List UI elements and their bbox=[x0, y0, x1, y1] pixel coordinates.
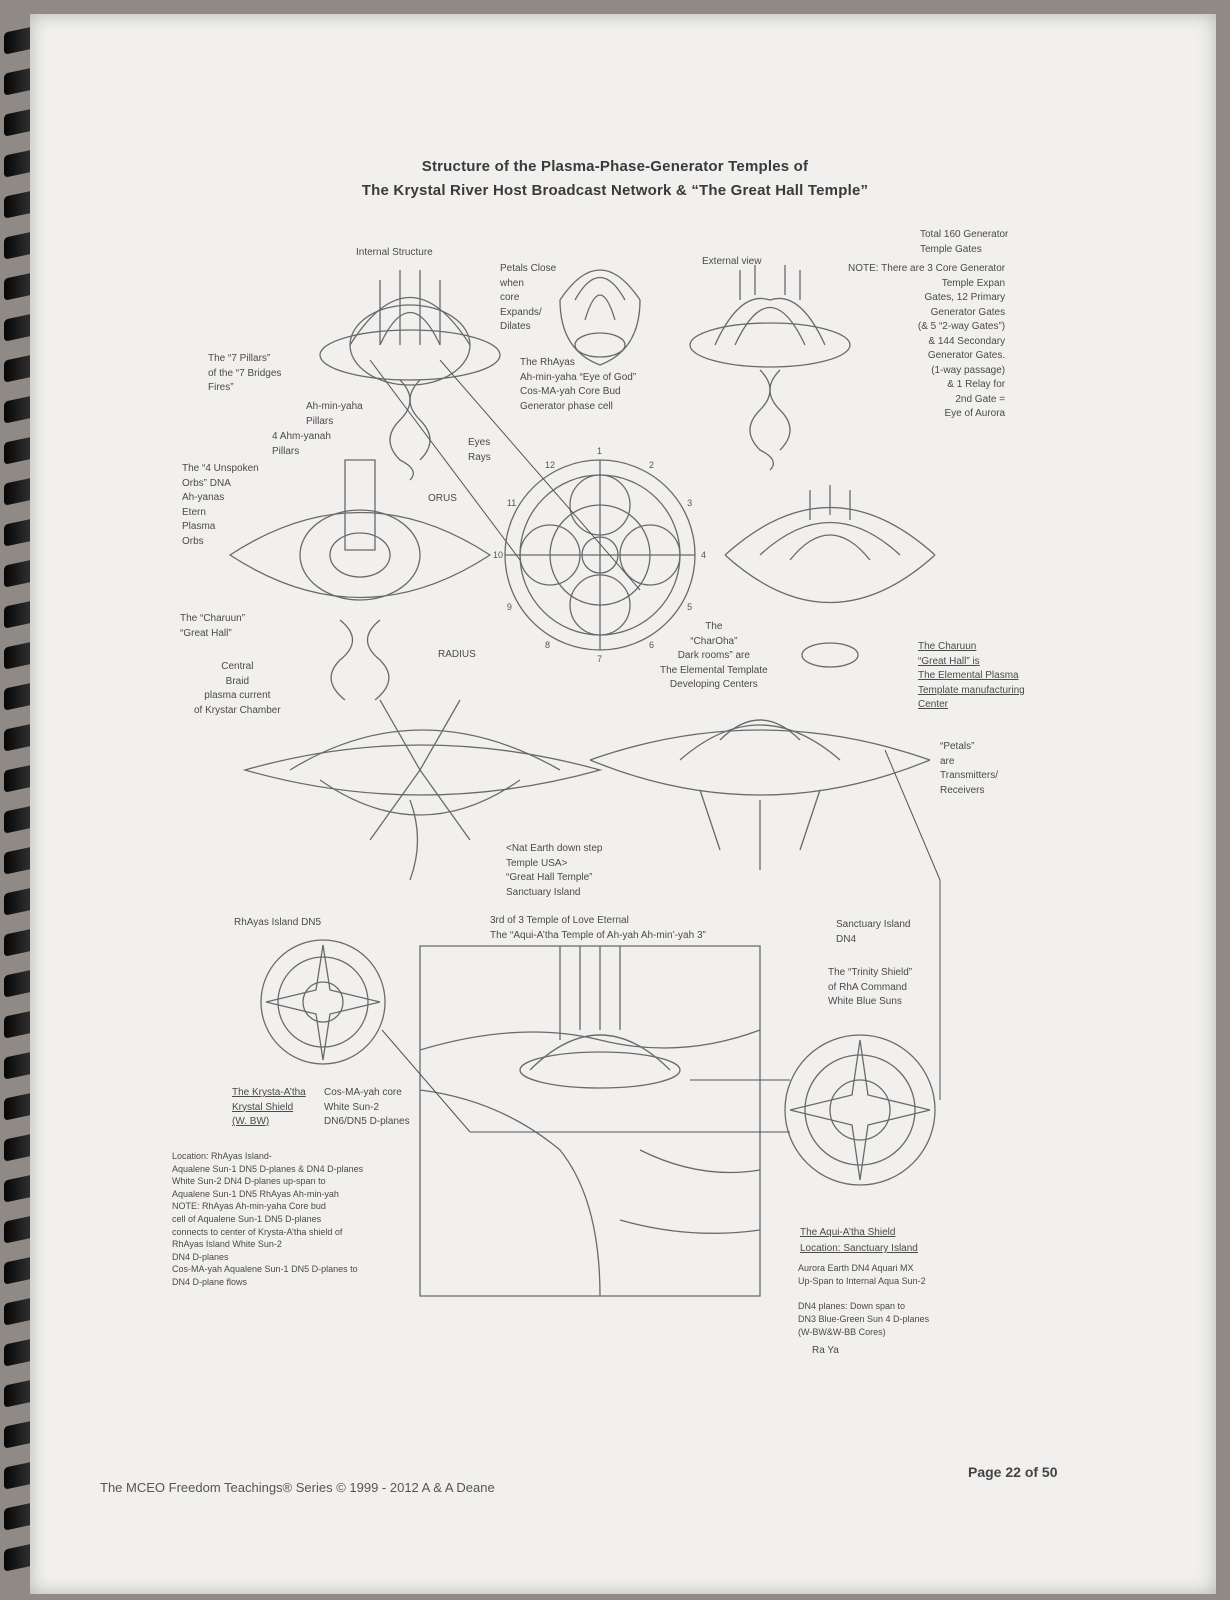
label-third-temple: 3rd of 3 Temple of Love Eternal The “Aqu… bbox=[490, 915, 706, 941]
label-charuun-great-hall: The “Charuun” “Great Hall” bbox=[180, 613, 246, 639]
label-rhayas-island: RhAyas Island DN5 bbox=[234, 917, 322, 928]
dial-number: 8 bbox=[545, 640, 550, 650]
label-ra-ya: Ra Ya bbox=[812, 1345, 839, 1356]
label-location-rhayas: Location: RhAyas Island- Aqualene Sun-1 … bbox=[172, 1151, 364, 1287]
label-sanctuary-dn4: Sanctuary Island DN4 bbox=[836, 919, 911, 945]
dial-number: 6 bbox=[649, 640, 654, 650]
dial-number: 11 bbox=[507, 498, 516, 508]
label-rhayas-eye: The RhAyas Ah-min-yaha “Eye of God” Cos-… bbox=[520, 357, 637, 412]
label-external-view: External view bbox=[702, 256, 762, 267]
lower-left-lotus-drawing bbox=[245, 700, 600, 880]
label-nat-earth: <Nat Earth down step Temple USA> “Great … bbox=[506, 843, 603, 898]
label-ahmyanah-pillars: 4 Ahm-yanah Pillars bbox=[272, 431, 331, 457]
label-eyes-rays: Eyes Rays bbox=[468, 437, 491, 463]
label-internal-structure: Internal Structure bbox=[356, 247, 433, 258]
label-location-sanctuary: Location: Sanctuary Island bbox=[800, 1243, 918, 1254]
dial-number: 12 bbox=[545, 460, 555, 470]
label-ahminyaha-pillars: Ah-min-yaha Pillars bbox=[306, 401, 363, 427]
footer-copyright: The MCEO Freedom Teachings® Series © 199… bbox=[100, 1480, 495, 1495]
label-trinity-shield: The “Trinity Shield” of RhA Command Whit… bbox=[828, 967, 913, 1007]
lower-right-lotus-drawing bbox=[590, 720, 930, 870]
dial-number: 7 bbox=[597, 654, 602, 664]
footer-page-number: Page 22 of 50 bbox=[968, 1464, 1058, 1480]
label-seven-pillars: The “7 Pillars” of the “7 Bridges Fires” bbox=[208, 353, 282, 393]
dial-number: 2 bbox=[649, 460, 654, 470]
middle-left-eye-drawing bbox=[230, 460, 490, 700]
label-aqui-shield: The Aqui-A’tha Shield bbox=[800, 1227, 896, 1238]
rhayas-shield-drawing bbox=[261, 940, 385, 1064]
label-radius: RADIUS bbox=[438, 649, 476, 660]
label-orus: ORUS bbox=[428, 493, 457, 504]
landscape-frame-drawing bbox=[420, 946, 760, 1296]
document-page bbox=[30, 14, 1216, 1594]
page-title-line2: The Krystal River Host Broadcast Network… bbox=[361, 182, 869, 199]
middle-right-eye-drawing bbox=[725, 485, 935, 667]
page-title-line1: Structure of the Plasma-Phase-Generator … bbox=[421, 158, 809, 175]
label-aurora-earth: Aurora Earth DN4 Aquari MX Up-Span to In… bbox=[798, 1263, 926, 1287]
label-unspoken-orbs: The “4 Unspoken Orbs” DNA Ah-yanas Etern… bbox=[182, 463, 259, 547]
label-dn4-planes: DN4 planes: Down span to DN3 Blue-Green … bbox=[798, 1301, 930, 1338]
aqui-atha-shield-drawing bbox=[785, 1035, 935, 1185]
label-cosmayah-core: Cos-MA-yah core White Sun-2 DN6/DN5 D-pl… bbox=[324, 1087, 410, 1127]
label-note-gates: NOTE: There are 3 Core Generator Temple … bbox=[848, 263, 1006, 419]
label-charuun-desc: The Charuun “Great Hall” is The Elementa… bbox=[918, 641, 1025, 710]
label-central-braid: Central Braid plasma current of Krystar … bbox=[194, 661, 281, 716]
label-total-gates: Total 160 Generator Temple Gates bbox=[920, 229, 1009, 255]
label-petals-are: “Petals” are Transmitters/ Receivers bbox=[940, 741, 998, 796]
dial-number: 5 bbox=[687, 602, 692, 612]
internal-structure-drawing bbox=[320, 270, 500, 480]
closed-bud-drawing bbox=[560, 270, 640, 365]
label-charoha: The “CharOha” Dark rooms” are The Elemen… bbox=[660, 621, 768, 690]
dial-number: 10 bbox=[493, 550, 503, 560]
dial-number: 9 bbox=[507, 602, 512, 612]
dial-number: 3 bbox=[687, 498, 692, 508]
external-view-drawing bbox=[690, 265, 850, 470]
center-dial-drawing bbox=[505, 460, 695, 650]
dial-number: 4 bbox=[701, 550, 706, 560]
label-petals-close: Petals Close when core Expands/ Dilates bbox=[500, 263, 557, 332]
dial-number: 1 bbox=[597, 446, 602, 456]
label-krysta-shield: The Krysta-A’tha Krystal Shield (W. BW) bbox=[232, 1087, 306, 1127]
